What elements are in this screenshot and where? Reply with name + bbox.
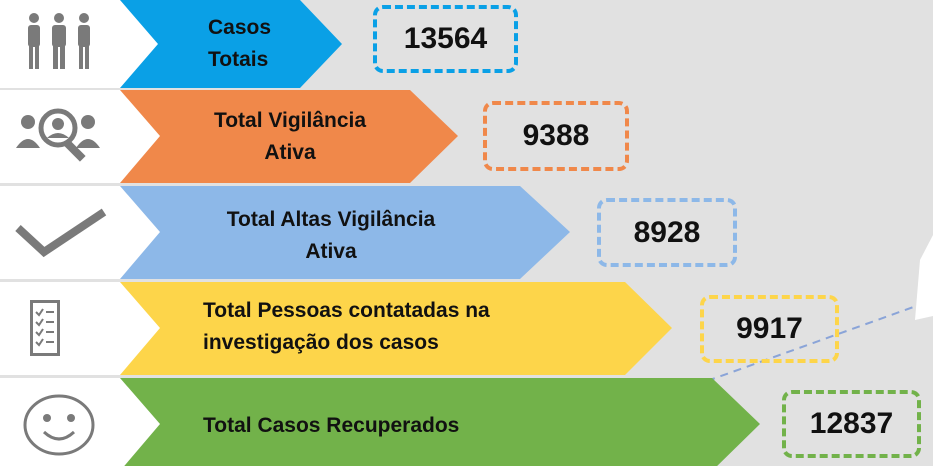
stat-label-line1: Total Pessoas contatadas na [203,299,490,322]
stat-value-box: 12837 [782,390,921,458]
stat-row-recovered: Total Casos Recuperados 12837 [0,378,933,466]
people-group-icon [28,13,90,69]
stat-value-box: 9388 [483,101,629,171]
stat-label-line2: Ativa [305,240,357,263]
stat-label-line2: Ativa [264,141,316,164]
stat-label-line2: investigação dos casos [203,331,439,354]
stat-label-line1: Total Casos Recuperados [203,414,460,437]
checkmark-icon [15,208,107,258]
stat-label-line1: Total Vigilância [213,109,367,132]
stat-value-box: 13564 [373,5,518,73]
stat-value-box: 9917 [700,295,839,363]
smiley-face-icon [23,394,95,456]
stat-row-contacted-people: Total Pessoas contatadas na investigação… [0,282,933,375]
stat-row-total-cases: Casos Totais 13564 [0,0,933,88]
stat-value-box: 8928 [597,198,737,267]
stat-label-line1: Casos [208,16,272,39]
stat-label-line2: Totais [208,48,269,71]
stat-row-active-surveillance: Total Vigilância Ativa 9388 [0,90,933,183]
stat-label-line1: Total Altas Vigilância [226,208,436,231]
search-person-icon [16,108,100,162]
checklist-icon [30,300,60,356]
stat-row-surveillance-discharges: Total Altas Vigilância Ativa 8928 [0,186,933,279]
